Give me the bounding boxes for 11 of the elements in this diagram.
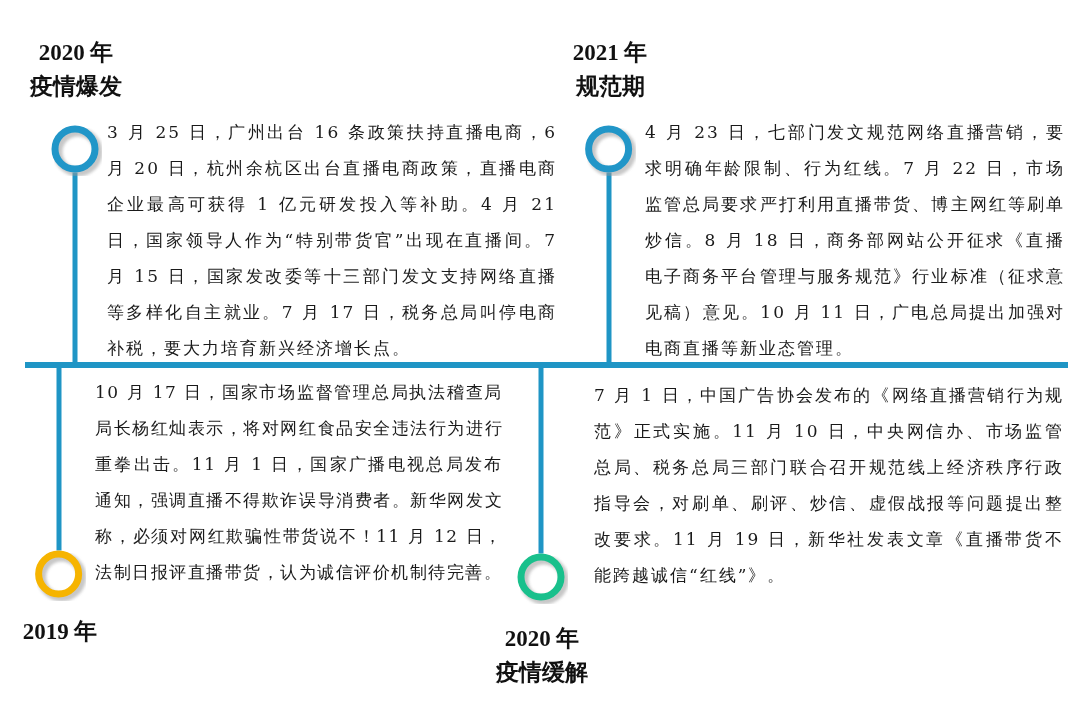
event-description: 3 月 25 日，广州出台 16 条政策扶持直播电商，6 月 20 日，杭州余杭区出台直播电商政策，直播电商企业最高可获得 1 亿元研发投入等补助。4 月 21 日，国家领导人作为“特别带货官”出现在直播间。7 月 15 日，国家发改委等十三部门发文支持网络直播等多样化自主就业。7 月 17 日，税务总局叫停电商补税，要大力培育新兴经济增长点。 (107, 121, 557, 360)
phase-heading: 规范期 (575, 72, 645, 101)
phase-heading: 疫情缓解 (496, 658, 588, 687)
year-heading: 2020 年 (504, 625, 580, 653)
event-description: 10 月 17 日，国家市场监督管理总局执法稽查局局长杨红灿表示，将对网红食品安全违法行为进行重拳出击。11 月 1 日，国家广播电视总局发布通知，强调直播不得欺诈误导消费者。新华网发文称，必须对网红欺骗性带货说不！11 月 12 日，法制日报评直播带货，认为诚信评价机制待完善。 (95, 381, 503, 584)
event-description: 7 月 1 日，中国广告协会发布的《网络直播营销行为规范》正式实施。11 月 10 日，中央网信办、市场监管总局、税务总局三部门联合召开规范线上经济秩序行政指导会，对刷单、刷评、炒信、虚假战报等问题提出整改要求。11 月 19 日，新华社发表文章《直播带货不能跨越诚信“红线”》。 (594, 384, 1064, 587)
year-heading: 2019 年 (22, 618, 98, 646)
year-heading: 2021 年 (572, 39, 648, 67)
phase-heading: 疫情爆发 (30, 72, 122, 101)
year-heading: 2020 年 (38, 39, 114, 67)
event-description: 4 月 23 日，七部门发文规范网络直播营销，要求明确年龄限制、行为红线。7 月 22 日，市场监管总局要求严打利用直播带货、博主网红等刷单炒信。8 月 18 日，商务部网站公开征求《直播电子商务平台管理与服务规范》行业标准（征求意见稿）意见。10 月 11 日，广电总局提出加强对电商直播等新业态管理。 (645, 121, 1065, 360)
